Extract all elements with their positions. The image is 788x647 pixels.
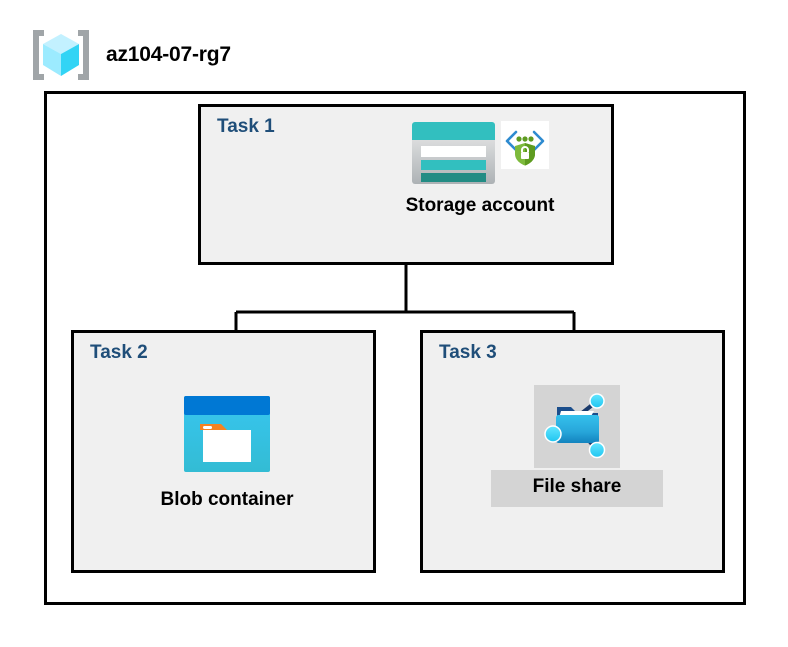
task-1-box: Task 1 (198, 104, 614, 265)
storage-account-caption: Storage account (405, 195, 555, 216)
file-share-icon (534, 385, 620, 468)
azure-resource-group-icon (30, 28, 92, 82)
secure-endpoint-shield-icon (501, 121, 549, 174)
task-3-box: Task 3 (420, 330, 725, 573)
blob-container-icon (183, 395, 271, 478)
storage-account-node[interactable]: Storage account (355, 121, 605, 217)
blob-container-caption: Blob container (160, 489, 294, 510)
task-2-label: Task 2 (90, 342, 148, 363)
resource-group-name: az104-07-rg7 (106, 43, 231, 66)
resource-group-header: az104-07-rg7 (30, 28, 231, 82)
storage-account-icon-group (411, 121, 549, 190)
storage-account-icon (411, 121, 496, 190)
task-3-label: Task 3 (439, 342, 497, 363)
file-share-node[interactable]: File share (467, 385, 687, 507)
task-1-label: Task 1 (217, 116, 275, 137)
task-2-box: Task 2 Blob container (71, 330, 376, 573)
blob-container-node[interactable]: Blob container (102, 395, 352, 511)
file-share-caption: File share (490, 470, 664, 507)
